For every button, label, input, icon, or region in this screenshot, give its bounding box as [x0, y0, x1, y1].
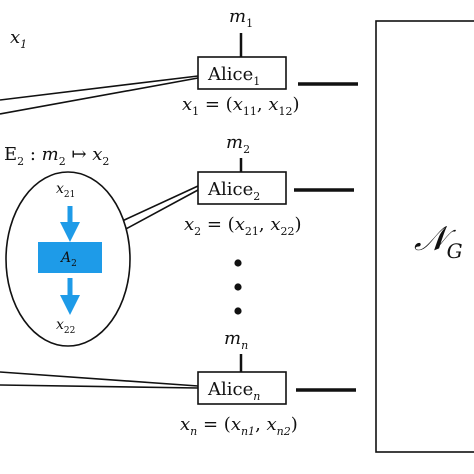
connector-alice1-upper — [0, 75, 199, 101]
alice-n-label: Alicen — [207, 379, 260, 403]
encoder-label: E2 : m2 ↦ x2 — [4, 144, 109, 168]
alice-2-group: m2 Alice2 x2 = (x21, x22) — [184, 132, 354, 238]
top-left-variable: x1 — [10, 27, 27, 51]
ellipse-process-block — [38, 242, 102, 273]
channel-label: 𝒩G — [414, 219, 463, 263]
alice-2-label: Alice2 — [207, 179, 260, 203]
connector-alice1-lower — [0, 77, 199, 115]
connector-alice2-lower — [123, 189, 199, 231]
alice-1-box — [197, 56, 287, 90]
alice-1-label: Alice1 — [207, 64, 260, 88]
connector-alice2-upper — [119, 185, 199, 223]
alice-n-message: mn — [224, 328, 248, 352]
ellipse-input-label: x21 — [56, 181, 75, 200]
alice-n-box — [197, 371, 287, 405]
alice-2-box — [197, 171, 287, 205]
alice-2-equation: x2 = (x21, x22) — [184, 214, 302, 238]
alice-n-group: mn Alicen xn = (xn1, xn2) — [180, 328, 356, 438]
connector-alicen-lower — [0, 384, 199, 389]
vertical-ellipsis — [234, 259, 242, 315]
channel-box — [375, 20, 474, 453]
ellipsis-dot-2 — [234, 283, 242, 291]
ellipse-block-label: A2 — [59, 250, 77, 269]
alice-1-group: m1 Alice1 x1 = (x11, x12) — [182, 6, 358, 118]
alice-1-equation: x1 = (x11, x12) — [182, 94, 300, 118]
alice-1-message: m1 — [229, 6, 253, 30]
ellipsis-dot-3 — [234, 307, 242, 315]
connector-alicen-upper — [0, 371, 199, 387]
alice-2-message: m2 — [226, 132, 250, 156]
alice-n-equation: xn = (xn1, xn2) — [180, 414, 298, 438]
connector-lines — [0, 75, 199, 389]
ellipsis-dot-1 — [234, 259, 242, 267]
ellipse-output-label: x22 — [56, 317, 75, 336]
